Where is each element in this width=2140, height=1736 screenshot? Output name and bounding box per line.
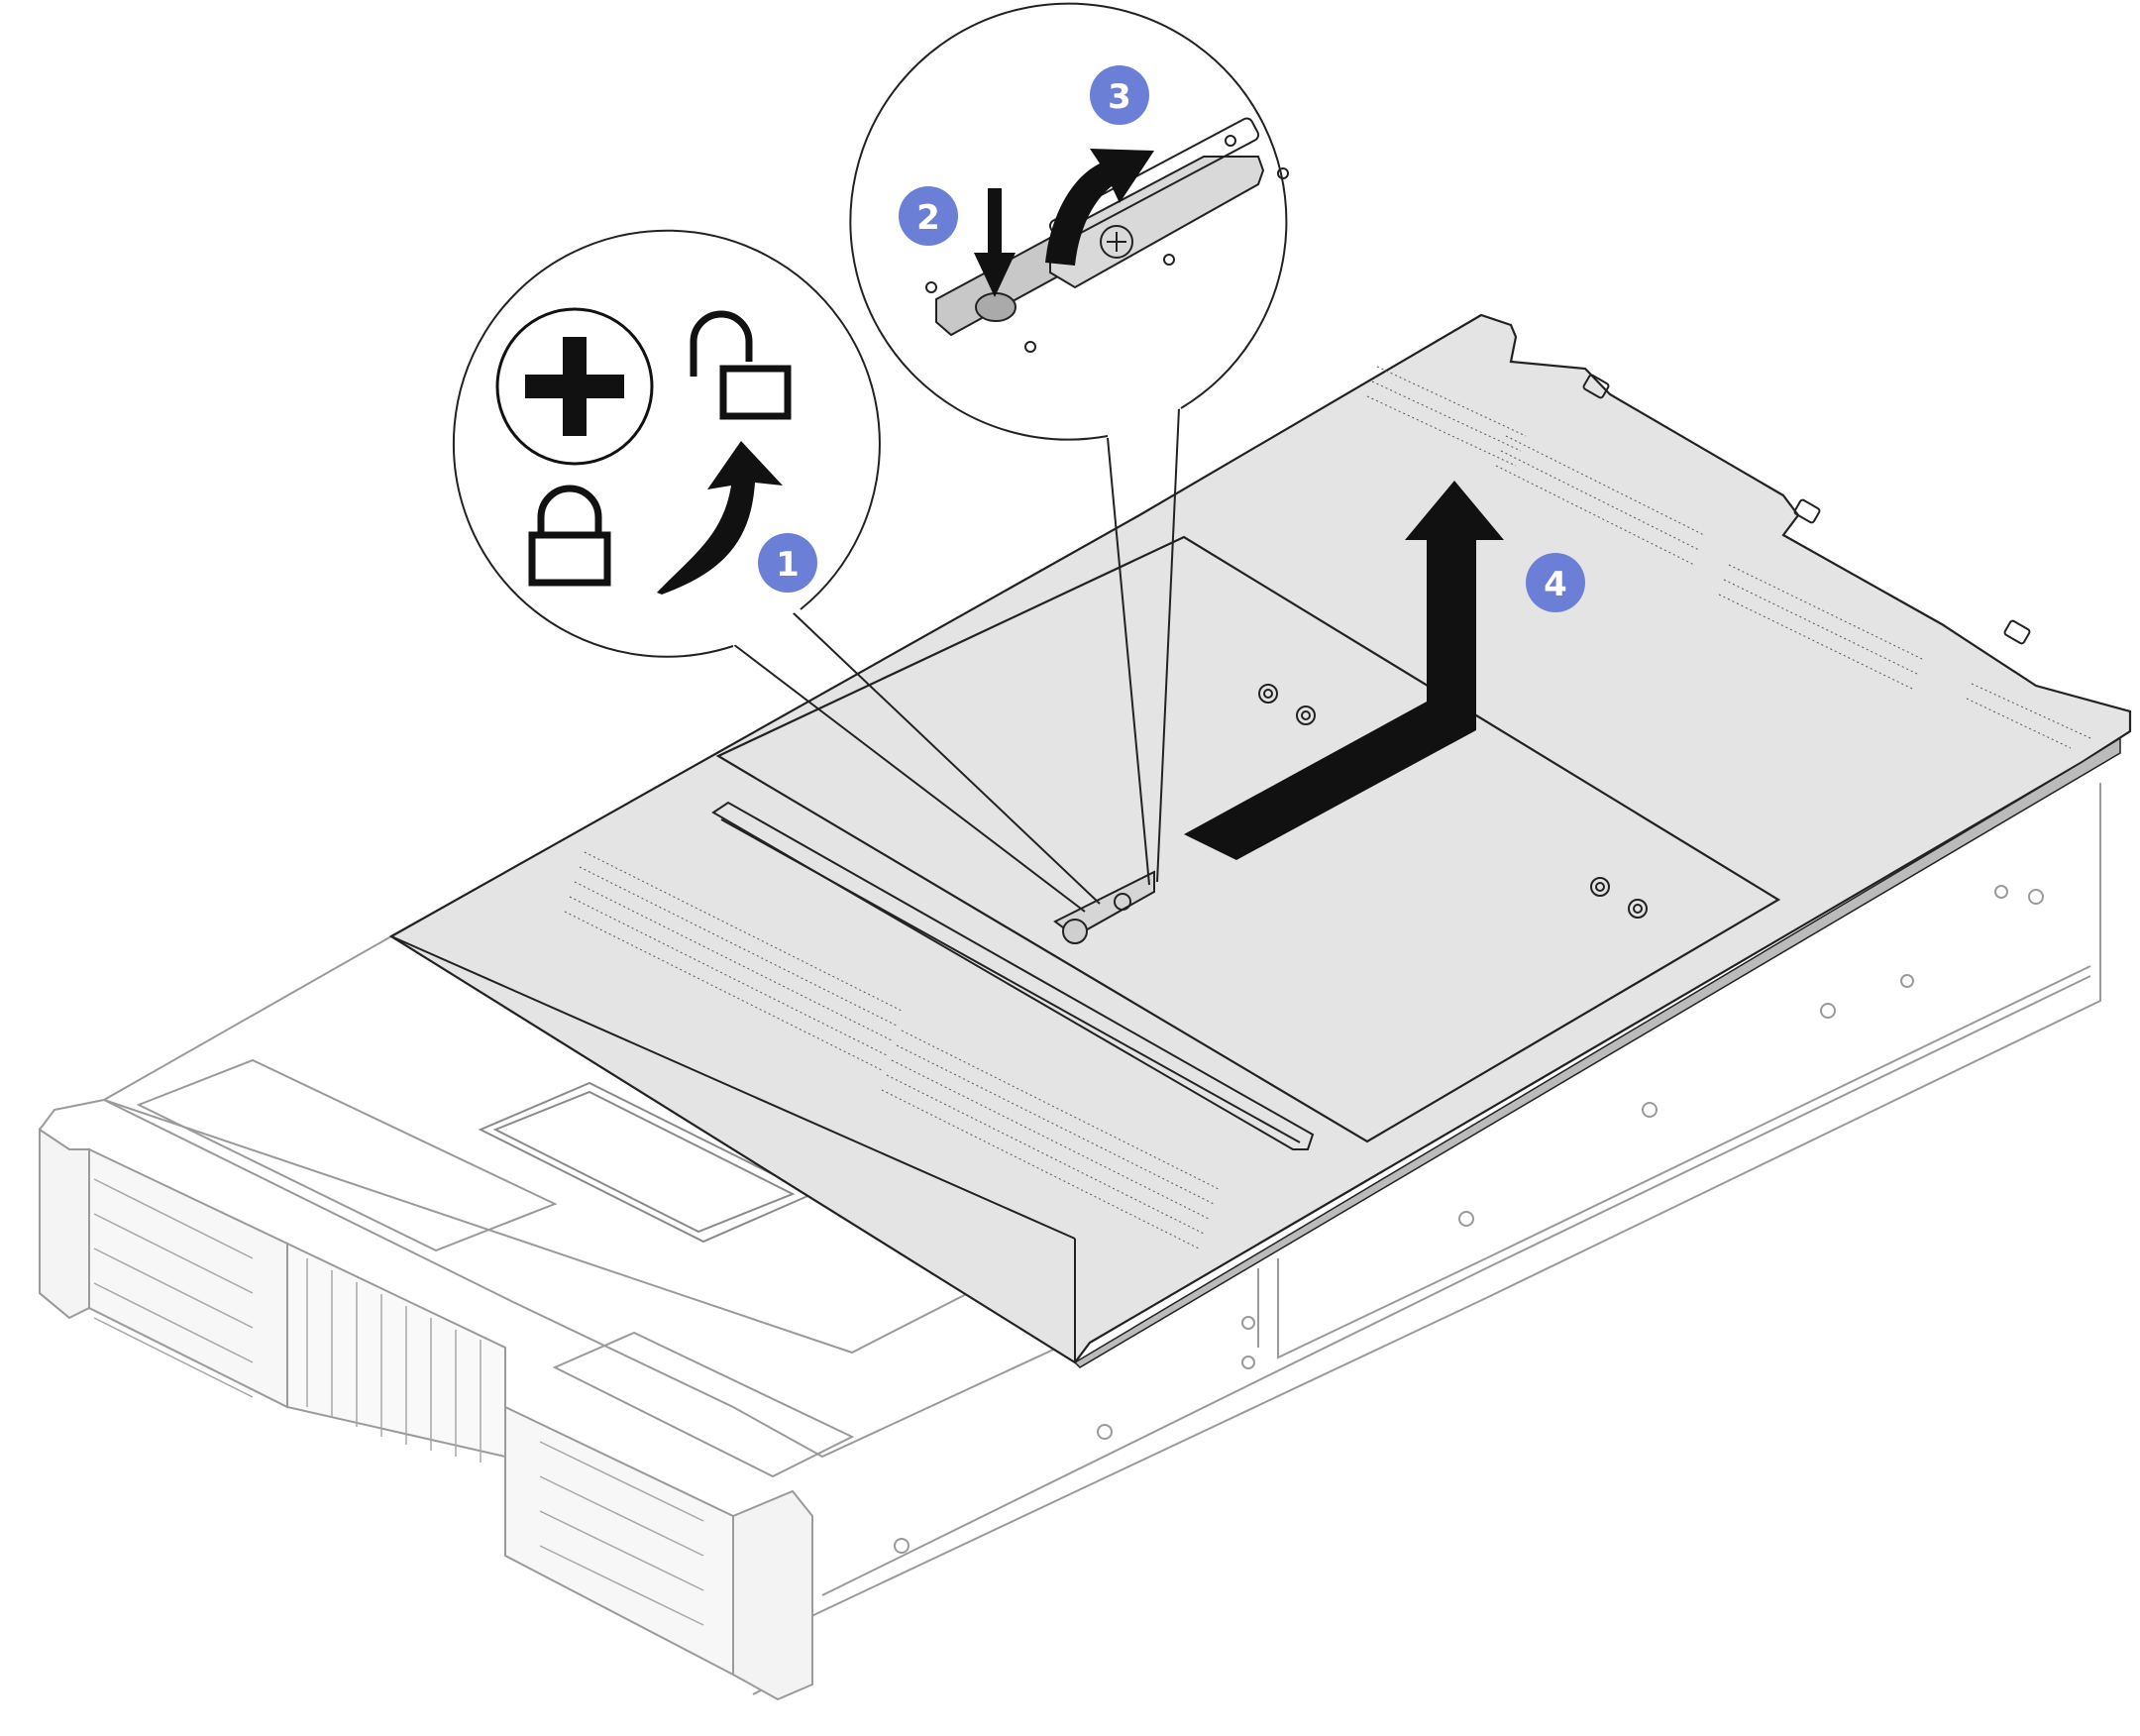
step-badge-2: 2 [899, 186, 958, 246]
chassis-side-holes [894, 885, 2044, 1554]
svg-text:1: 1 [776, 545, 800, 585]
front-panel [88, 1147, 288, 1409]
svg-text:2: 2 [916, 198, 940, 238]
rack-ear-right [732, 1489, 813, 1701]
front-drive-bay-right [539, 1441, 704, 1626]
front-drive-slots [306, 1258, 482, 1463]
svg-text:4: 4 [1544, 565, 1567, 604]
front-drive-bay-left [93, 1178, 254, 1398]
label-window-front [552, 1331, 855, 1478]
svg-text:3: 3 [1108, 77, 1131, 117]
callout-lock-detail: 1 [452, 229, 1101, 913]
down-arrow-icon [974, 188, 1016, 297]
front-drive-cage [286, 1242, 506, 1459]
release-latch[interactable] [925, 116, 1289, 353]
cover-inner-panel [715, 535, 1781, 1143]
label-window-left [136, 1058, 558, 1252]
step-badge-1: 1 [758, 533, 817, 593]
step-badge-4: 4 [1526, 553, 1585, 612]
lock-icon [528, 485, 611, 587]
slide-back-arrow-icon [1184, 481, 1504, 860]
unlock-icon [690, 310, 792, 420]
front-panel-left [39, 1128, 90, 1320]
cover-latch[interactable] [1053, 870, 1155, 944]
lift-up-arrow-icon [1405, 481, 1504, 728]
phillips-screwdriver-icon [495, 307, 654, 466]
curved-arrow-icon [1045, 149, 1154, 266]
server-chassis [39, 783, 2101, 1701]
cover-vents [564, 366, 2091, 1249]
cover-rear-tabs [1582, 374, 2031, 645]
callout-latch-detail: 2 3 [849, 2, 1289, 886]
cover-release-groove [711, 801, 1315, 1150]
rotate-arrow-icon [657, 441, 783, 595]
cover-screws [1258, 684, 1648, 919]
front-panel-right [504, 1405, 734, 1677]
step-badge-3: 3 [1090, 65, 1149, 125]
